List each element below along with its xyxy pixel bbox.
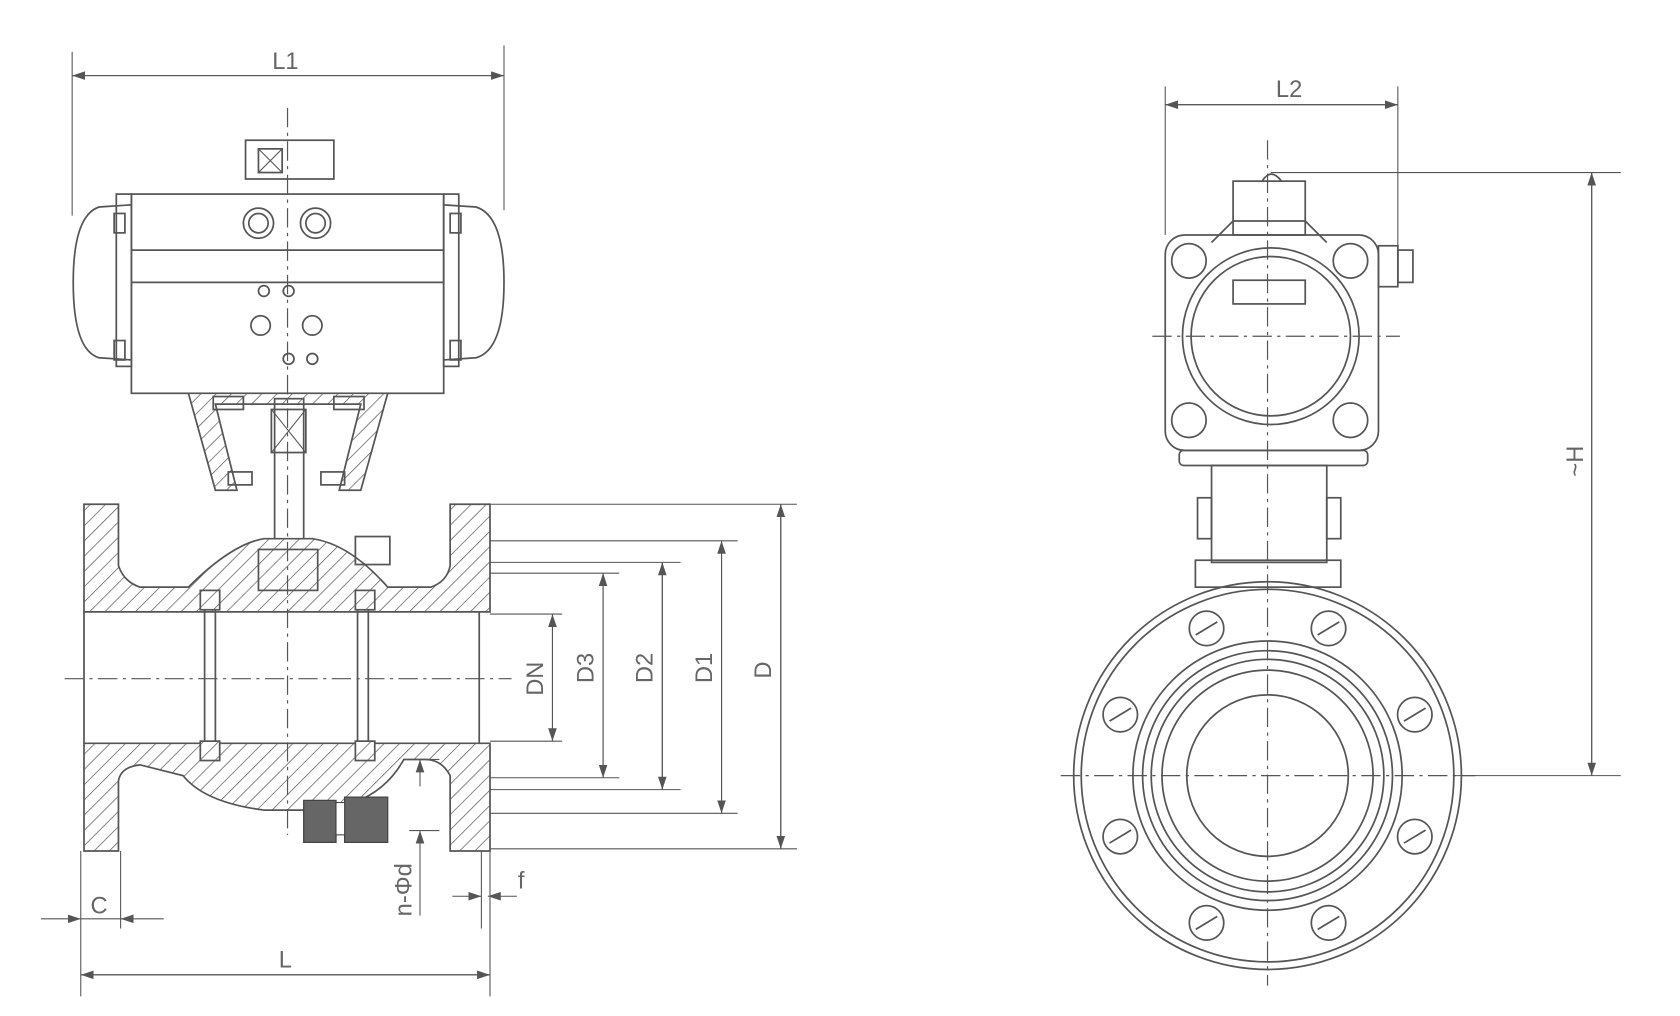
bolt-hole [1310,610,1347,647]
bolt-slot [1317,621,1340,636]
bolt-slot [1109,829,1132,844]
dimension-C: C [40,851,164,929]
bolt-slot [1403,829,1427,844]
dimension-L2: L2 [1164,77,1399,246]
bolt-slot [1195,915,1218,931]
label-L: L [279,947,292,973]
dimension-L: L [80,851,491,997]
mounting-bracket [187,392,389,562]
label-D: D [751,662,777,679]
dimension-n-phi-d: n-Φd [391,758,440,916]
bolt-hole [1310,904,1347,941]
bolt-hole [1396,696,1433,733]
label-L1: L1 [272,49,298,75]
label-D2: D2 [633,653,659,683]
dimension-L1: L1 [71,45,505,216]
label-D3: D3 [573,653,599,683]
bolt-hole [1102,818,1139,855]
label-f: f [518,869,525,895]
bolt-hole [1102,696,1139,733]
bolt-holes [1102,610,1433,941]
bolt-slot [1317,915,1340,931]
bolt-slot [1109,707,1132,722]
label-L2: L2 [1276,77,1302,103]
bolt-hole [1188,610,1225,647]
label-H: ~H [1563,446,1589,477]
dimension-H: ~H [1270,172,1621,777]
dimension-f: f [452,851,525,929]
flange-dimensions: DN D3 D2 D1 D [490,503,797,850]
bolt-slot [1195,621,1218,636]
label-D1: D1 [692,653,718,683]
side-view: L2 ~H [1060,77,1621,986]
front-section-view: L1 DN D3 D2 D1 D C [40,45,797,997]
label-DN: DN [523,662,549,696]
bolt-slot [1403,707,1427,722]
actuator-end-view [1164,173,1414,467]
label-n-phi-d: n-Φd [391,863,417,916]
bolt-hole [1396,818,1433,855]
label-C: C [91,893,108,919]
pneumatic-actuator [72,139,505,395]
bolt-hole [1188,904,1225,941]
